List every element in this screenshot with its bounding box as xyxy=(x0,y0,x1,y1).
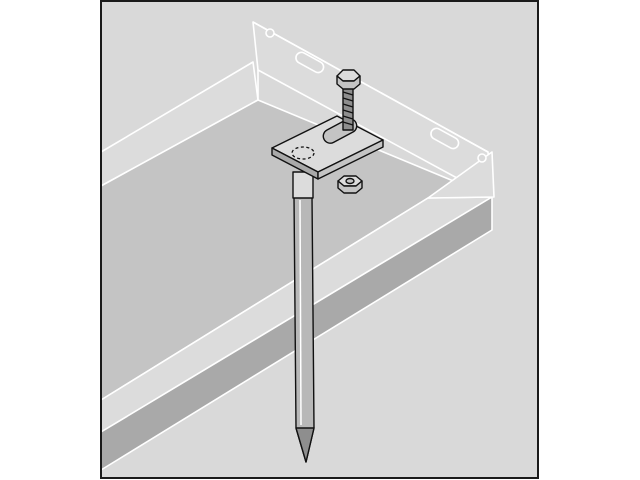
bolt-threads xyxy=(342,91,354,126)
nut-side xyxy=(337,180,363,194)
bracket-plate xyxy=(271,115,384,180)
channel-hole-left xyxy=(265,28,275,38)
channel-back-wall-top-edge xyxy=(252,21,489,153)
channel-end-cap xyxy=(427,151,495,199)
slot-left xyxy=(295,51,325,74)
plate-side-edge xyxy=(317,139,384,180)
ground-spike xyxy=(292,171,315,463)
channel-slots xyxy=(265,28,487,163)
channel-hole-right xyxy=(477,153,487,163)
panel-frame xyxy=(100,0,539,479)
plate-rod-marker xyxy=(291,146,315,160)
spike-tip xyxy=(295,427,315,463)
spike-shaft-highlight xyxy=(299,199,302,426)
bolt-head-side xyxy=(336,75,361,90)
slot-right xyxy=(430,127,460,150)
spike-shaft xyxy=(293,195,315,463)
nut-bore xyxy=(345,177,355,185)
spike-collar xyxy=(292,171,314,199)
hex-nut xyxy=(337,175,363,194)
hex-bolt xyxy=(336,69,361,131)
